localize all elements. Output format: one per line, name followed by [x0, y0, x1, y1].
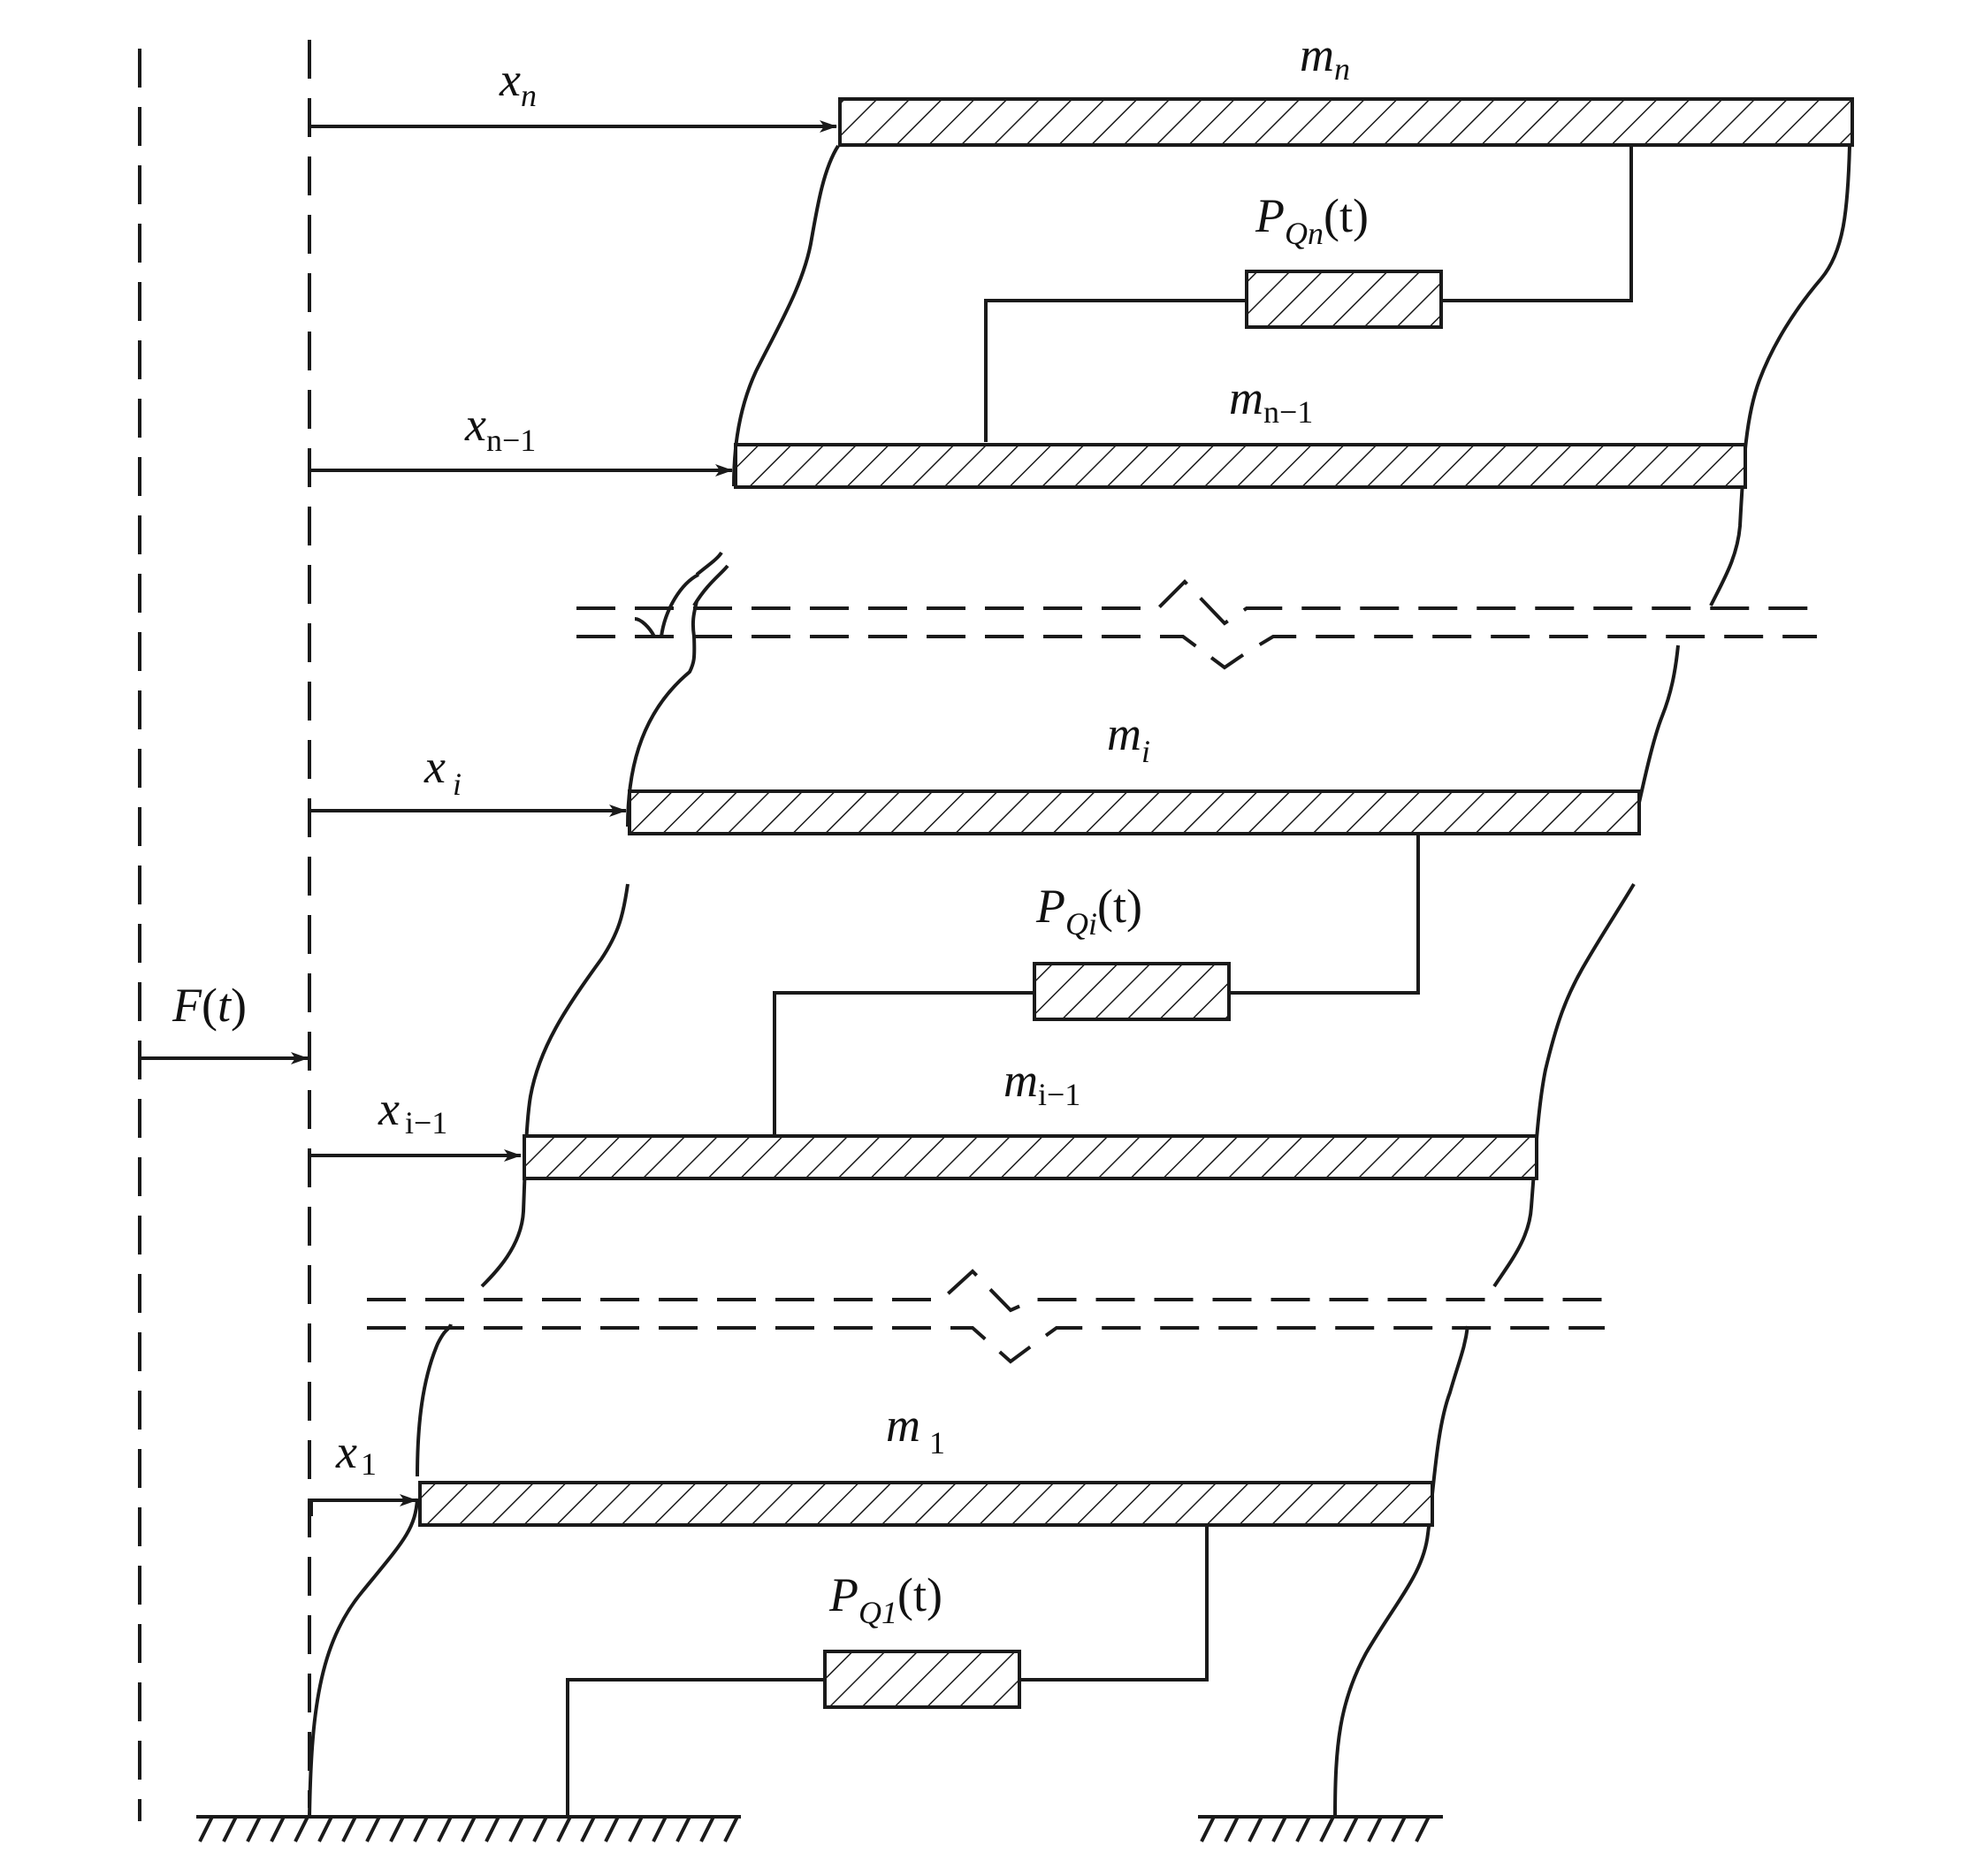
ground-hatch-tick: [723, 1816, 739, 1842]
floor-beam-n: [838, 97, 1854, 148]
ground-hatch-tick: [389, 1816, 405, 1842]
ground-hatch-tick: [604, 1816, 620, 1842]
ground-hatch-tick: [652, 1816, 668, 1842]
disp-label-n: xn: [499, 53, 537, 113]
ground-hatch-tick: [1343, 1816, 1359, 1842]
floor-beam-n-1: [734, 443, 1747, 489]
mass-label-i-1: mi−1: [1003, 1054, 1080, 1112]
floor-beam-1: [418, 1481, 1434, 1527]
mass-label-n-1: mn−1: [1229, 371, 1313, 430]
ground-hatch-tick: [246, 1816, 262, 1842]
ground-hatch-tick: [628, 1816, 644, 1842]
ground-hatch-tick: [198, 1816, 214, 1842]
ground-hatch-tick: [485, 1816, 500, 1842]
ground-hatch-tick: [1200, 1816, 1216, 1842]
mass-label-n: mn: [1300, 28, 1350, 87]
ground-hatch-tick: [675, 1816, 691, 1842]
ground-hatch-tick: [1415, 1816, 1431, 1842]
break-line-upper: [576, 579, 1817, 670]
damper-links: [566, 146, 1633, 1817]
ground-hatch-tick: [294, 1816, 309, 1842]
ground-hatch-tick: [270, 1816, 286, 1842]
mass-label-i: mi: [1107, 707, 1150, 769]
disp-label-n-1: xn−1: [464, 398, 536, 458]
ground-hatch-tick: [580, 1816, 596, 1842]
ground-hatch-tick: [317, 1816, 333, 1842]
ground-hatch-tick: [413, 1816, 429, 1842]
damper-label-i: PQi(t): [1035, 880, 1142, 942]
damper-i: [1033, 962, 1231, 1021]
ground-hatch-tick: [508, 1816, 524, 1842]
ground-hatch-tick: [1367, 1816, 1383, 1842]
ground-right: [1198, 1815, 1443, 1842]
ground-hatch-tick: [341, 1816, 357, 1842]
ground-hatch-tick: [1224, 1816, 1240, 1842]
damper-label-n: PQn(t): [1255, 189, 1369, 251]
ground-hatch-tick: [437, 1816, 453, 1842]
damper-label-1: PQ1(t): [828, 1568, 942, 1630]
ground-hatch-tick: [222, 1816, 238, 1842]
floor-beam-i-1: [523, 1134, 1538, 1180]
ground-hatch-tick: [1295, 1816, 1311, 1842]
ground-hatch-tick: [461, 1816, 477, 1842]
ground-hatch-tick: [1248, 1816, 1263, 1842]
ground-hatch-tick: [1391, 1816, 1407, 1842]
ground-hatch-tick: [699, 1816, 715, 1842]
break-line-lower: [367, 1269, 1605, 1364]
ground-force-label: F(t): [172, 979, 247, 1032]
right-columns: [1333, 145, 1851, 1818]
ground-left: [196, 1815, 741, 1842]
damper-1: [823, 1650, 1021, 1709]
left-columns: [308, 144, 840, 1818]
ground-hatch-tick: [1319, 1816, 1335, 1842]
floor-beam-i: [628, 789, 1641, 835]
ground-hatch-tick: [556, 1816, 572, 1842]
ground-hatch-tick: [1271, 1816, 1287, 1842]
ground-hatch-tick: [532, 1816, 548, 1842]
damper-n: [1245, 270, 1443, 329]
ground-hatch-tick: [365, 1816, 381, 1842]
